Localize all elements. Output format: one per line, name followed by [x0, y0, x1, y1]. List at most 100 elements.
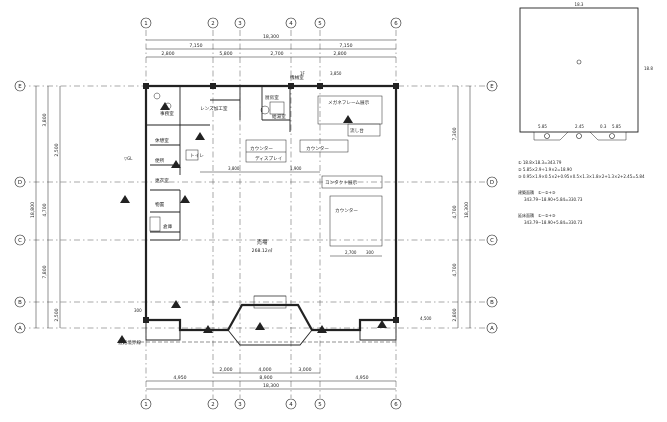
dim-left-seg: 3,800 — [42, 113, 48, 126]
dim-top-seg: 2,800 — [161, 51, 174, 57]
dim-bottom-sub: 3,000 — [298, 367, 311, 373]
room-kitchen: 厨房室 — [265, 94, 279, 101]
room-restroom: トイレ — [190, 154, 204, 159]
annotations: 道路境界線 ▽GL 1F 3,850 4,500 — [117, 71, 432, 346]
boundary-line-label: 道路境界線 — [118, 339, 141, 346]
room-mechanical: 機械室 — [290, 74, 304, 81]
dim-bottom-right: 4,950 — [355, 375, 368, 381]
room-storage: 物置 — [155, 201, 165, 208]
dim-left-seg: 4,700 — [42, 203, 48, 216]
axis-label: C — [490, 238, 494, 244]
room-counter-a: カウンター — [250, 145, 273, 152]
dim-interior: 300 — [134, 308, 142, 313]
room-sink: 流し台 — [350, 127, 364, 134]
dim-interior: 2,700 — [345, 250, 357, 255]
axis-label: 3 — [238, 402, 241, 408]
dim-top-right: 7,150 — [339, 43, 352, 49]
axis-label: 5 — [318, 21, 321, 27]
key-plan-inner: 5.85 — [538, 124, 547, 129]
axis-label: A — [18, 326, 22, 332]
room-labels: 事務室 レンズ加工室 厨房室 機械室 給湯室 休憩室 便所 更衣室 物置 倉庫 … — [155, 74, 370, 254]
dim-interior: 3,800 — [228, 166, 240, 171]
axis-label: A — [490, 326, 494, 332]
calc-line: ③ 0.95×1.9×0.5×2+0.95×0.5×1.3×1.8×2+1.3×… — [518, 174, 645, 179]
top-dimensions: 18,300 7,150 7,150 2,800 5,800 2,700 2,8… — [146, 34, 396, 58]
room-counter-b: カウンター — [306, 145, 329, 152]
key-plan-inner: 0.3 — [600, 124, 607, 129]
room-display: ディスプレイ — [255, 155, 282, 162]
key-plan: 18.3 18.8 5.85 5.85 2.45 0.3 — [519, 2, 653, 141]
right-dimensions: 18,300 7,300 4,700 4,700 2,800 — [452, 86, 471, 328]
dim-interior: 300 — [366, 250, 374, 255]
building-outline — [143, 83, 399, 346]
axis-label: D — [490, 180, 494, 186]
dim-right-total: 18,300 — [464, 202, 470, 218]
room-sales-area: 268.12㎡ — [252, 247, 273, 254]
axis-label: 3 — [238, 21, 241, 27]
axis-label: E — [490, 84, 494, 90]
area-calculations: ① 18.8×18.3=343.79 ② 5.85×2.9÷1.9×2=18.9… — [518, 160, 645, 225]
dim-bottom-mid: 8,900 — [259, 375, 272, 381]
axis-label: 2 — [211, 21, 214, 27]
room-lens-lab: レンズ加工室 — [200, 105, 228, 112]
left-dimensions: 18,800 3,800 4,700 7,800 2,500 2,500 — [30, 86, 61, 328]
axis-label: D — [18, 180, 22, 186]
floor-note: 1F — [300, 71, 306, 76]
key-plan-inner: 5.85 — [612, 124, 621, 129]
dim-left-seg: 2,500 — [54, 143, 60, 156]
key-plan-inner: 2.45 — [575, 124, 584, 129]
column-axis-labels-top: 1 2 3 4 5 6 — [140, 17, 402, 29]
room-staff-toilet: 便所 — [155, 157, 165, 164]
axis-label: B — [490, 300, 494, 306]
row-axis-labels-right: A B C D E — [486, 80, 498, 334]
interior-walls — [146, 86, 383, 247]
axis-label: 4 — [289, 21, 293, 27]
calc-heading: 延床面積 ①−②+③ — [518, 212, 556, 218]
room-eyewear: メガネフレーム展示 — [328, 99, 370, 106]
room-contact-lens: コンタクト展示 — [325, 179, 358, 186]
interior-dimensions: 3,800 1,900 2,700 300 300 — [134, 166, 382, 313]
calc-line: ① 18.8×18.3=343.79 — [518, 160, 562, 165]
axis-label: E — [18, 84, 22, 90]
axis-label: B — [18, 300, 22, 306]
axis-label: 1 — [144, 21, 147, 27]
dim-left-seg: 2,500 — [54, 308, 60, 321]
axis-label: 5 — [318, 402, 321, 408]
calc-line: 343.79−18.90+5.84=330.73 — [524, 220, 583, 225]
dim-bottom-total: 18,300 — [263, 383, 279, 389]
axis-label: C — [18, 238, 22, 244]
calc-line: 343.79−18.90+5.84=330.73 — [524, 197, 583, 202]
dim-top-total: 18,300 — [263, 34, 279, 40]
room-tool: 倉庫 — [163, 223, 173, 230]
room-counter-c: カウンター — [335, 207, 358, 214]
axis-label: 2 — [211, 402, 214, 408]
axis-label: 4 — [289, 402, 293, 408]
dim-right-seg: 2,800 — [452, 308, 458, 321]
key-plan-right-dim: 18.8 — [644, 66, 653, 71]
dim-interior: 1,900 — [290, 166, 302, 171]
dim-top-left: 7,150 — [189, 43, 202, 49]
dim-right-seg: 4,700 — [452, 263, 458, 276]
dim-note: 4,500 — [420, 316, 432, 321]
dim-top-seg: 2,800 — [333, 51, 346, 57]
room-office: 事務室 — [160, 110, 174, 117]
column-axis-labels-bottom: 1 2 3 4 5 6 — [140, 398, 402, 410]
calc-heading: 建築面積 ①−②+③ — [518, 189, 556, 195]
room-sales-floor: 売場 — [257, 238, 268, 246]
key-plan-top-dim: 18.3 — [575, 2, 584, 7]
dim-bottom-left: 4,950 — [173, 375, 186, 381]
dim-top-seg: 5,800 — [219, 51, 232, 57]
axis-label: 6 — [394, 21, 398, 27]
axis-label: 6 — [394, 402, 398, 408]
bottom-dimensions: 2,000 4,000 3,000 4,950 8,900 4,950 18,3… — [146, 367, 396, 390]
dim-bottom-sub: 2,000 — [219, 367, 232, 373]
room-hot-water: 給湯室 — [272, 113, 286, 120]
dim-left-seg: 7,800 — [42, 265, 48, 278]
dim-note: 3,850 — [330, 71, 342, 76]
dim-right-seg: 7,300 — [452, 127, 458, 140]
dim-bottom-sub: 4,000 — [258, 367, 271, 373]
room-staff-room: 休憩室 — [155, 137, 169, 144]
dim-top-seg: 2,700 — [270, 51, 283, 57]
row-axis-labels-left: A B C D E — [14, 80, 26, 334]
